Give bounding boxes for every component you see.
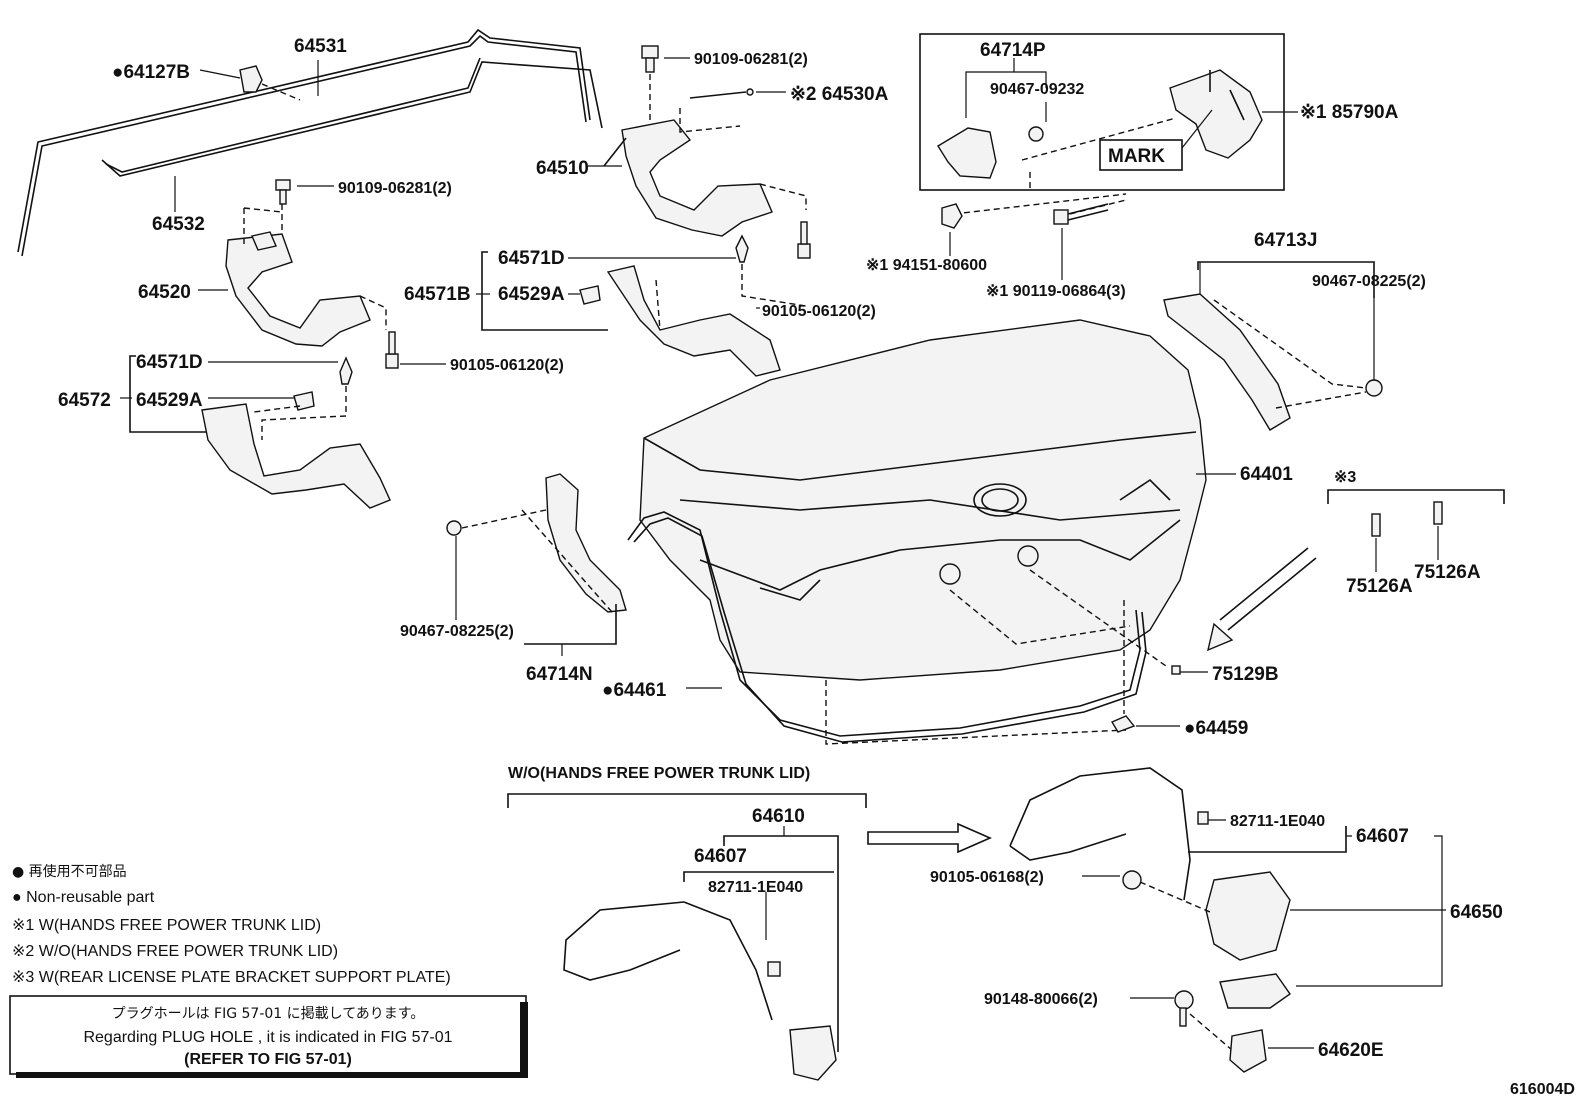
cable-64607-right	[1009, 767, 1209, 901]
label-82711-1E040-left: 82711-1E040	[708, 879, 803, 896]
grommet-64529A-upper	[579, 285, 601, 305]
nut-90467-08225-right	[1365, 379, 1383, 397]
clip-64127B	[239, 65, 263, 93]
legend-nonreusable-ja: ● 再使用不可部品	[12, 863, 127, 880]
bracket-64571B	[606, 265, 781, 377]
label-82711-1E040-right: 82711-1E040	[1230, 813, 1325, 830]
cable-64607-left	[563, 901, 781, 1021]
bolt-90105-06120-upper	[797, 221, 811, 259]
screw-90148-80066	[1174, 990, 1194, 1027]
label-90109-06281-center: 90109-06281(2)	[694, 51, 808, 68]
label-85790A: ※1 85790A	[1300, 102, 1399, 123]
label-64607-left: 64607	[694, 846, 747, 867]
legend-note1: ※1 W(HANDS FREE POWER TRUNK LID)	[12, 917, 321, 934]
label-90109-06281-left: 90109-06281(2)	[338, 180, 452, 197]
label-64650: 64650	[1450, 902, 1503, 923]
reference-box	[9, 995, 527, 1075]
label-64510: 64510	[536, 158, 589, 179]
label-64620E: 64620E	[1318, 1040, 1384, 1061]
label-64607-right: 64607	[1356, 826, 1409, 847]
label-94151-80600: ※1 94151-80600	[866, 257, 987, 274]
label-wo-hands-free: W/O(HANDS FREE POWER TRUNK LID)	[508, 765, 810, 782]
label-90105-06120-lower: 90105-06120(2)	[450, 357, 564, 374]
trunk-lid-64401	[639, 319, 1207, 681]
label-64529A-upper: 64529A	[498, 284, 565, 305]
label-64532: 64532	[152, 214, 205, 235]
refbox-line-refer: (REFER TO FIG 57-01)	[184, 1051, 352, 1068]
latch-85790A	[1169, 69, 1263, 159]
latch-64610	[789, 1025, 837, 1081]
weatherstrip-64461	[627, 511, 1147, 743]
label-note3: ※3	[1334, 469, 1356, 486]
hinge-64520	[225, 231, 371, 347]
label-90119-06864: ※1 90119-06864(3)	[986, 283, 1126, 300]
torsion-bar-64531	[17, 28, 591, 257]
clip-64571D-lower	[339, 356, 353, 385]
torsion-bar-64532	[101, 57, 603, 177]
stud-75126A-left	[1371, 513, 1381, 537]
lock-64650	[1205, 871, 1291, 1009]
stud-75126A-right	[1433, 501, 1443, 525]
mark-label: MARK	[1108, 146, 1165, 167]
panel-64713J	[1163, 293, 1291, 431]
label-90467-08225-right: 90467-08225(2)	[1312, 273, 1426, 290]
nut-90467-08225-left	[446, 520, 462, 536]
legend-nonreusable-en: ● Non-reusable part	[12, 889, 155, 906]
label-64530A: ※2 64530A	[790, 84, 889, 105]
nut-94151-80600	[941, 203, 963, 229]
grommet-64529A-lower	[293, 391, 315, 411]
label-90105-06120-upper: 90105-06120(2)	[762, 303, 876, 320]
label-75126A-right: 75126A	[1414, 562, 1481, 583]
bracket-64572	[201, 403, 391, 509]
label-64571D-upper: 64571D	[498, 248, 565, 269]
mark-box	[1099, 139, 1183, 171]
label-64531: 64531	[294, 36, 347, 57]
bolt-90119-06864	[1053, 203, 1109, 225]
label-90467-09232: 90467-09232	[990, 81, 1084, 98]
label-64520: 64520	[138, 282, 191, 303]
label-64610: 64610	[752, 806, 805, 827]
label-90105-06168: 90105-06168(2)	[930, 869, 1044, 886]
label-64401: 64401	[1240, 464, 1293, 485]
diagram-id: 616004D	[1510, 1081, 1575, 1098]
label-64572: 64572	[58, 390, 111, 411]
refbox-line-en: Regarding PLUG HOLE , it is indicated in…	[83, 1029, 452, 1046]
label-64714N: 64714N	[526, 664, 593, 685]
bolt-90105-06168	[1122, 870, 1142, 890]
label-75126A-left: 75126A	[1346, 576, 1413, 597]
direction-arrow-right	[867, 822, 992, 854]
label-64714P: 64714P	[980, 40, 1046, 61]
clip-64571D-upper	[735, 234, 749, 263]
label-90148-80066: 90148-80066(2)	[984, 991, 1098, 1008]
plug-64459	[1110, 715, 1136, 733]
grommet-75129B	[1171, 665, 1181, 675]
label-64713J: 64713J	[1254, 230, 1317, 251]
label-64127B: ●64127B	[112, 62, 190, 83]
label-64571B: 64571B	[404, 284, 471, 305]
rod-64530A	[689, 88, 754, 99]
legend-note2: ※2 W/O(HANDS FREE POWER TRUNK LID)	[12, 943, 338, 960]
panel-64714N	[545, 473, 627, 613]
label-64571D-lower: 64571D	[136, 352, 203, 373]
direction-arrow-diag	[1219, 547, 1317, 631]
refbox-line-ja: プラグホールは FIG 57-01 に掲載してあります。	[112, 1006, 425, 1022]
label-90467-08225-left: 90467-08225(2)	[400, 623, 514, 640]
legend-note3: ※3 W(REAR LICENSE PLATE BRACKET SUPPORT …	[12, 969, 451, 986]
label-64529A-lower: 64529A	[136, 390, 203, 411]
bolt-90109-06281-left	[275, 179, 291, 205]
nut-90467-09232	[1028, 126, 1044, 142]
bumper-64714P	[937, 127, 997, 179]
bolt-90109-06281-center	[641, 45, 659, 73]
label-64459: ●64459	[1184, 718, 1248, 739]
striker-64620E	[1229, 1029, 1267, 1073]
label-75129B: 75129B	[1212, 664, 1279, 685]
label-64461: ●64461	[602, 680, 667, 701]
bolt-90105-06120-lower	[385, 331, 399, 369]
hinge-64510	[603, 119, 773, 237]
